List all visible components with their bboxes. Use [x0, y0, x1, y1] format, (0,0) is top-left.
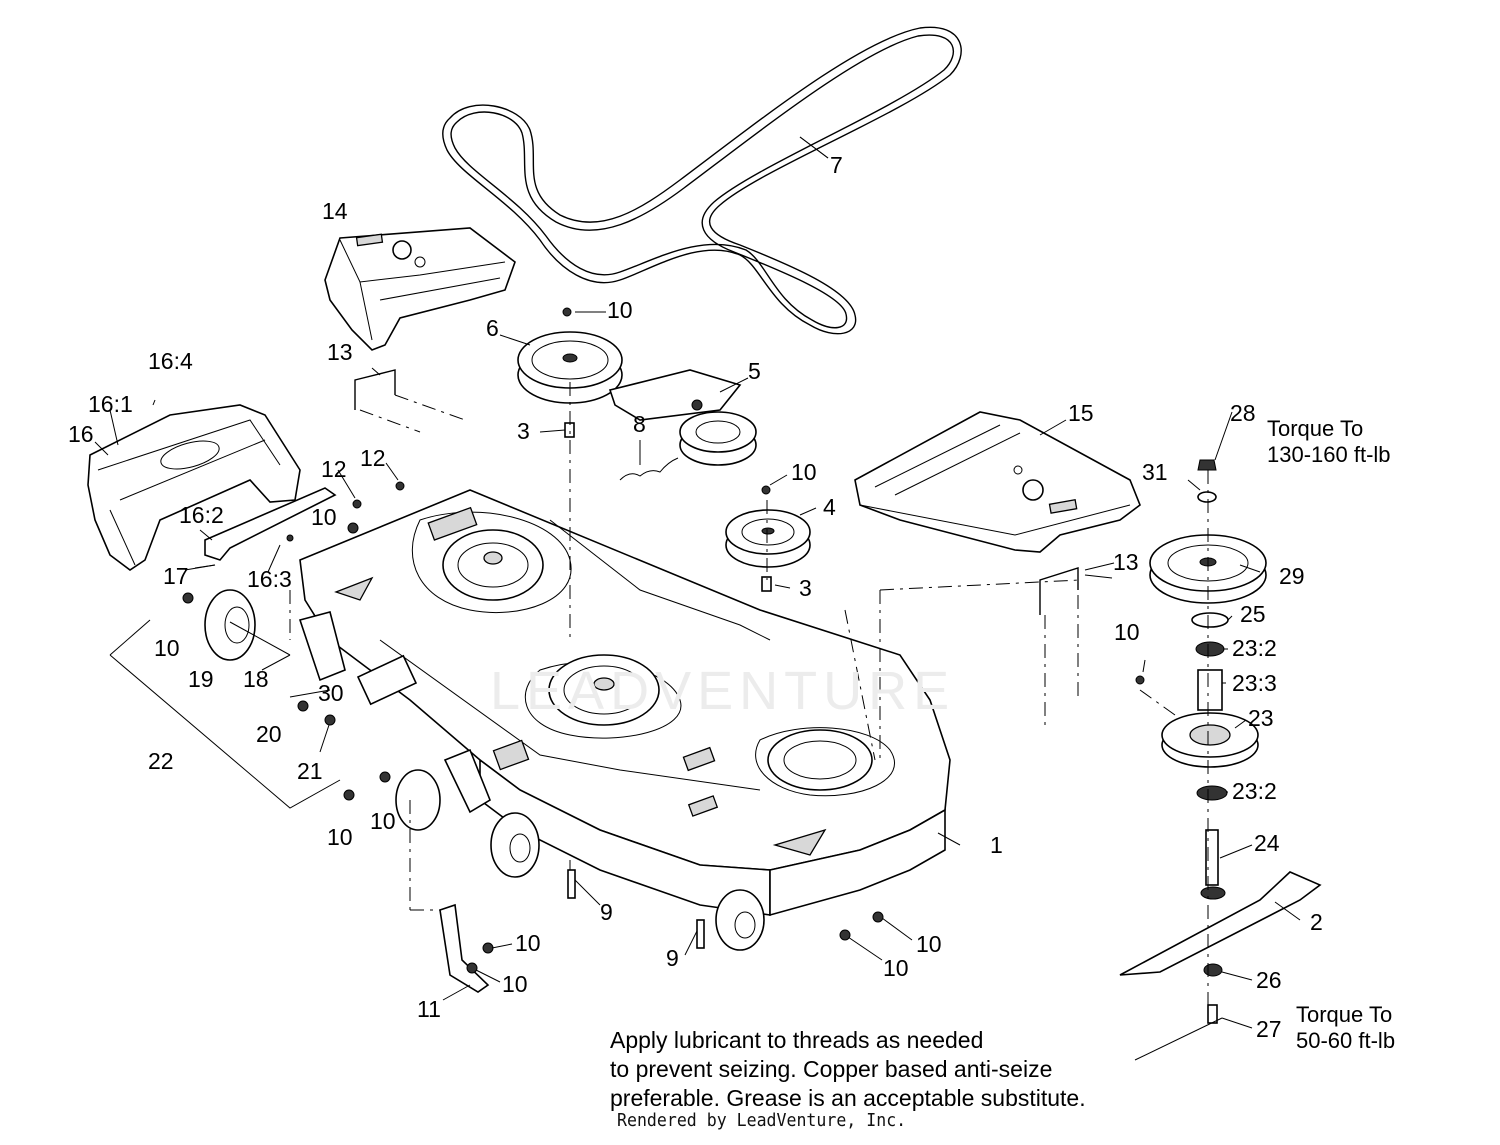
callout-2: 2: [1310, 909, 1323, 935]
idler-arm-part-5: [608, 369, 757, 481]
callout-9b: 9: [666, 945, 679, 971]
callout-16-3: 16:3: [247, 566, 292, 592]
left-belt-cover-part-14: [324, 227, 516, 351]
callout-16: 16: [68, 421, 94, 447]
bracket-hardware: [184, 481, 405, 571]
callout-27: 27: [1256, 1016, 1282, 1042]
callout-10d: 10: [1114, 619, 1140, 645]
callout-8: 8: [633, 411, 646, 437]
front-shield-part-16: [87, 404, 301, 571]
callout-23-2b: 23:2: [1232, 778, 1277, 804]
bracket-22: [109, 619, 341, 809]
scraper-part-11: [439, 903, 494, 993]
callout-19: 19: [188, 666, 214, 692]
callout-6: 6: [486, 315, 499, 341]
callout-11: 11: [417, 996, 441, 1022]
belt-part-7: [442, 26, 962, 335]
torque-note-top: Torque To 130-160 ft-lb: [1267, 416, 1391, 468]
callout-10k: 10: [502, 971, 528, 997]
torque-top-line2: 130-160 ft-lb: [1267, 442, 1391, 467]
callout-10b: 10: [791, 459, 817, 485]
callout-18: 18: [243, 666, 269, 692]
rendered-by-footer: Rendered by LeadVenture, Inc.: [617, 1110, 907, 1131]
callout-10c: 10: [311, 504, 337, 530]
callout-7: 7: [830, 152, 843, 178]
callout-10f: 10: [370, 808, 396, 834]
pulley-part-4: [564, 422, 811, 592]
callout-30: 30: [318, 680, 344, 706]
pulley-part-6: [517, 307, 623, 404]
callout-3: 3: [517, 418, 530, 444]
torque-note-bottom: Torque To 50-60 ft-lb: [1296, 1002, 1395, 1054]
callout-10j: 10: [883, 955, 909, 981]
callout-29: 29: [1279, 563, 1305, 589]
callout-15: 15: [1068, 400, 1094, 426]
callout-10g: 10: [327, 824, 353, 850]
note-line-1: Apply lubricant to threads as needed: [610, 1027, 984, 1053]
callout-12: 12: [360, 445, 386, 471]
callout-17: 17: [163, 563, 189, 589]
callout-13: 13: [327, 339, 353, 365]
callout-23-2a: 23:2: [1232, 635, 1277, 661]
callout-4: 4: [823, 494, 836, 520]
callout-1: 1: [990, 832, 1003, 858]
right-belt-cover-part-15: [854, 411, 1141, 553]
note-line-2: to prevent seizing. Copper based anti-se…: [610, 1056, 1053, 1082]
handle-part-13: [354, 369, 1079, 615]
callout-22: 22: [148, 748, 174, 774]
torque-bottom-line1: Torque To: [1296, 1002, 1393, 1027]
callout-23-3: 23:3: [1232, 670, 1277, 696]
callout-16-2: 16:2: [179, 502, 224, 528]
callout-21: 21: [297, 758, 323, 784]
torque-top-line1: Torque To: [1267, 416, 1364, 441]
callout-10: 10: [607, 297, 633, 323]
spindle-assembly: [1119, 459, 1322, 1024]
callout-14: 14: [322, 198, 348, 224]
callout-16-4: 16:4: [148, 348, 193, 374]
callout-26: 26: [1256, 967, 1282, 993]
callout-20: 20: [256, 721, 282, 747]
callout-16-1: 16:1: [88, 391, 133, 417]
callout-9a: 9: [600, 899, 613, 925]
callout-24: 24: [1254, 830, 1280, 856]
callout-10h: 10: [916, 931, 942, 957]
callout-10e: 10: [154, 635, 180, 661]
assembly-lines: [289, 382, 1209, 1010]
watermark: LEADVENTURE: [490, 661, 956, 721]
torque-bottom-line2: 50-60 ft-lb: [1296, 1028, 1396, 1053]
callout-10i: 10: [515, 930, 541, 956]
mower-deck-part-1: [299, 489, 951, 917]
callout-23: 23: [1248, 705, 1274, 731]
callout-13b: 13: [1113, 549, 1139, 575]
leader-lines: [94, 136, 1301, 1061]
wheels: [204, 589, 765, 951]
callout-12b: 12: [321, 456, 347, 482]
callout-3b: 3: [799, 575, 812, 601]
small-hardware: [182, 592, 884, 949]
callout-28: 28: [1230, 400, 1256, 426]
note-line-3: preferable. Grease is an acceptable subs…: [610, 1085, 1086, 1111]
callout-5: 5: [748, 358, 761, 384]
callout-25: 25: [1240, 601, 1266, 627]
callout-31: 31: [1142, 459, 1168, 485]
lubricant-note: Apply lubricant to threads as needed to …: [610, 1026, 1086, 1113]
